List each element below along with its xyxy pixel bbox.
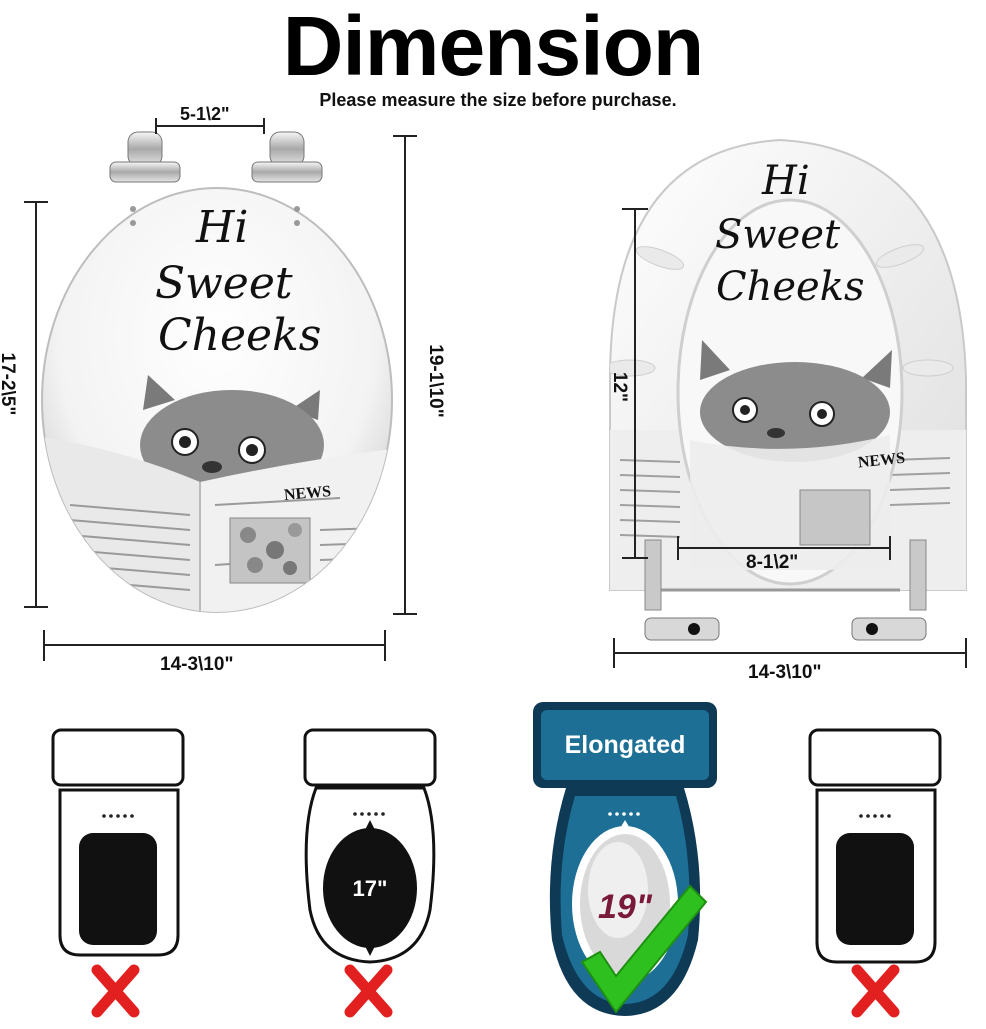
- toilet-square-1: [51, 728, 185, 957]
- seat-front-view: Hi Sweet Cheeks NEWS: [0, 110, 460, 680]
- hinge-spacing-label: 5-1\2": [180, 104, 230, 124]
- cross-icon: [344, 964, 393, 1018]
- lid-text-hi: Hi: [196, 202, 249, 253]
- opening-length-label: 12": [609, 371, 630, 403]
- cross-icon: [91, 964, 140, 1018]
- open-hinges: [644, 539, 927, 641]
- hinge-left: [109, 131, 181, 183]
- shape-guide: Elongated 17" 19": [0, 690, 986, 1024]
- front-width-label: 14-3\10": [160, 654, 234, 675]
- page-title: Dimension: [282, 0, 704, 93]
- seat-open-dimension-lines: [613, 208, 967, 668]
- seat-front-dimension-lines: [24, 118, 417, 661]
- lid-text-cheeks: Cheeks: [158, 310, 322, 361]
- opening-width-label: 8-1\2": [746, 552, 799, 573]
- round-size-label: 17": [352, 876, 388, 901]
- page-subtitle: Please measure the size before purchase.: [319, 90, 677, 110]
- seat-front-illustration: [41, 131, 393, 613]
- open-text-sweet: Sweet: [715, 212, 841, 258]
- seat-length-label: 17-2\5": [0, 352, 18, 416]
- elongated-tag: Elongated: [564, 731, 686, 759]
- seat-open-illustration: [609, 138, 967, 641]
- open-text-cheeks: Cheeks: [716, 264, 865, 310]
- seat-open-view: Hi Sweet Cheeks NEWS: [590, 130, 986, 680]
- cross-icon: [851, 964, 900, 1018]
- total-length-label: 19-1\10": [425, 344, 446, 418]
- toilet-square-2: [808, 728, 942, 964]
- hinge-right: [251, 131, 323, 183]
- elongated-size-label: 19": [598, 888, 652, 926]
- cat-illustration-open: [700, 340, 892, 462]
- shape-guide-illustration: [51, 702, 942, 1018]
- check-icon: [580, 884, 708, 1014]
- toilet-round: [303, 728, 437, 964]
- lid-text-sweet: Sweet: [155, 258, 293, 309]
- open-text-hi: Hi: [762, 158, 810, 204]
- open-width-label: 14-3\10": [748, 662, 822, 683]
